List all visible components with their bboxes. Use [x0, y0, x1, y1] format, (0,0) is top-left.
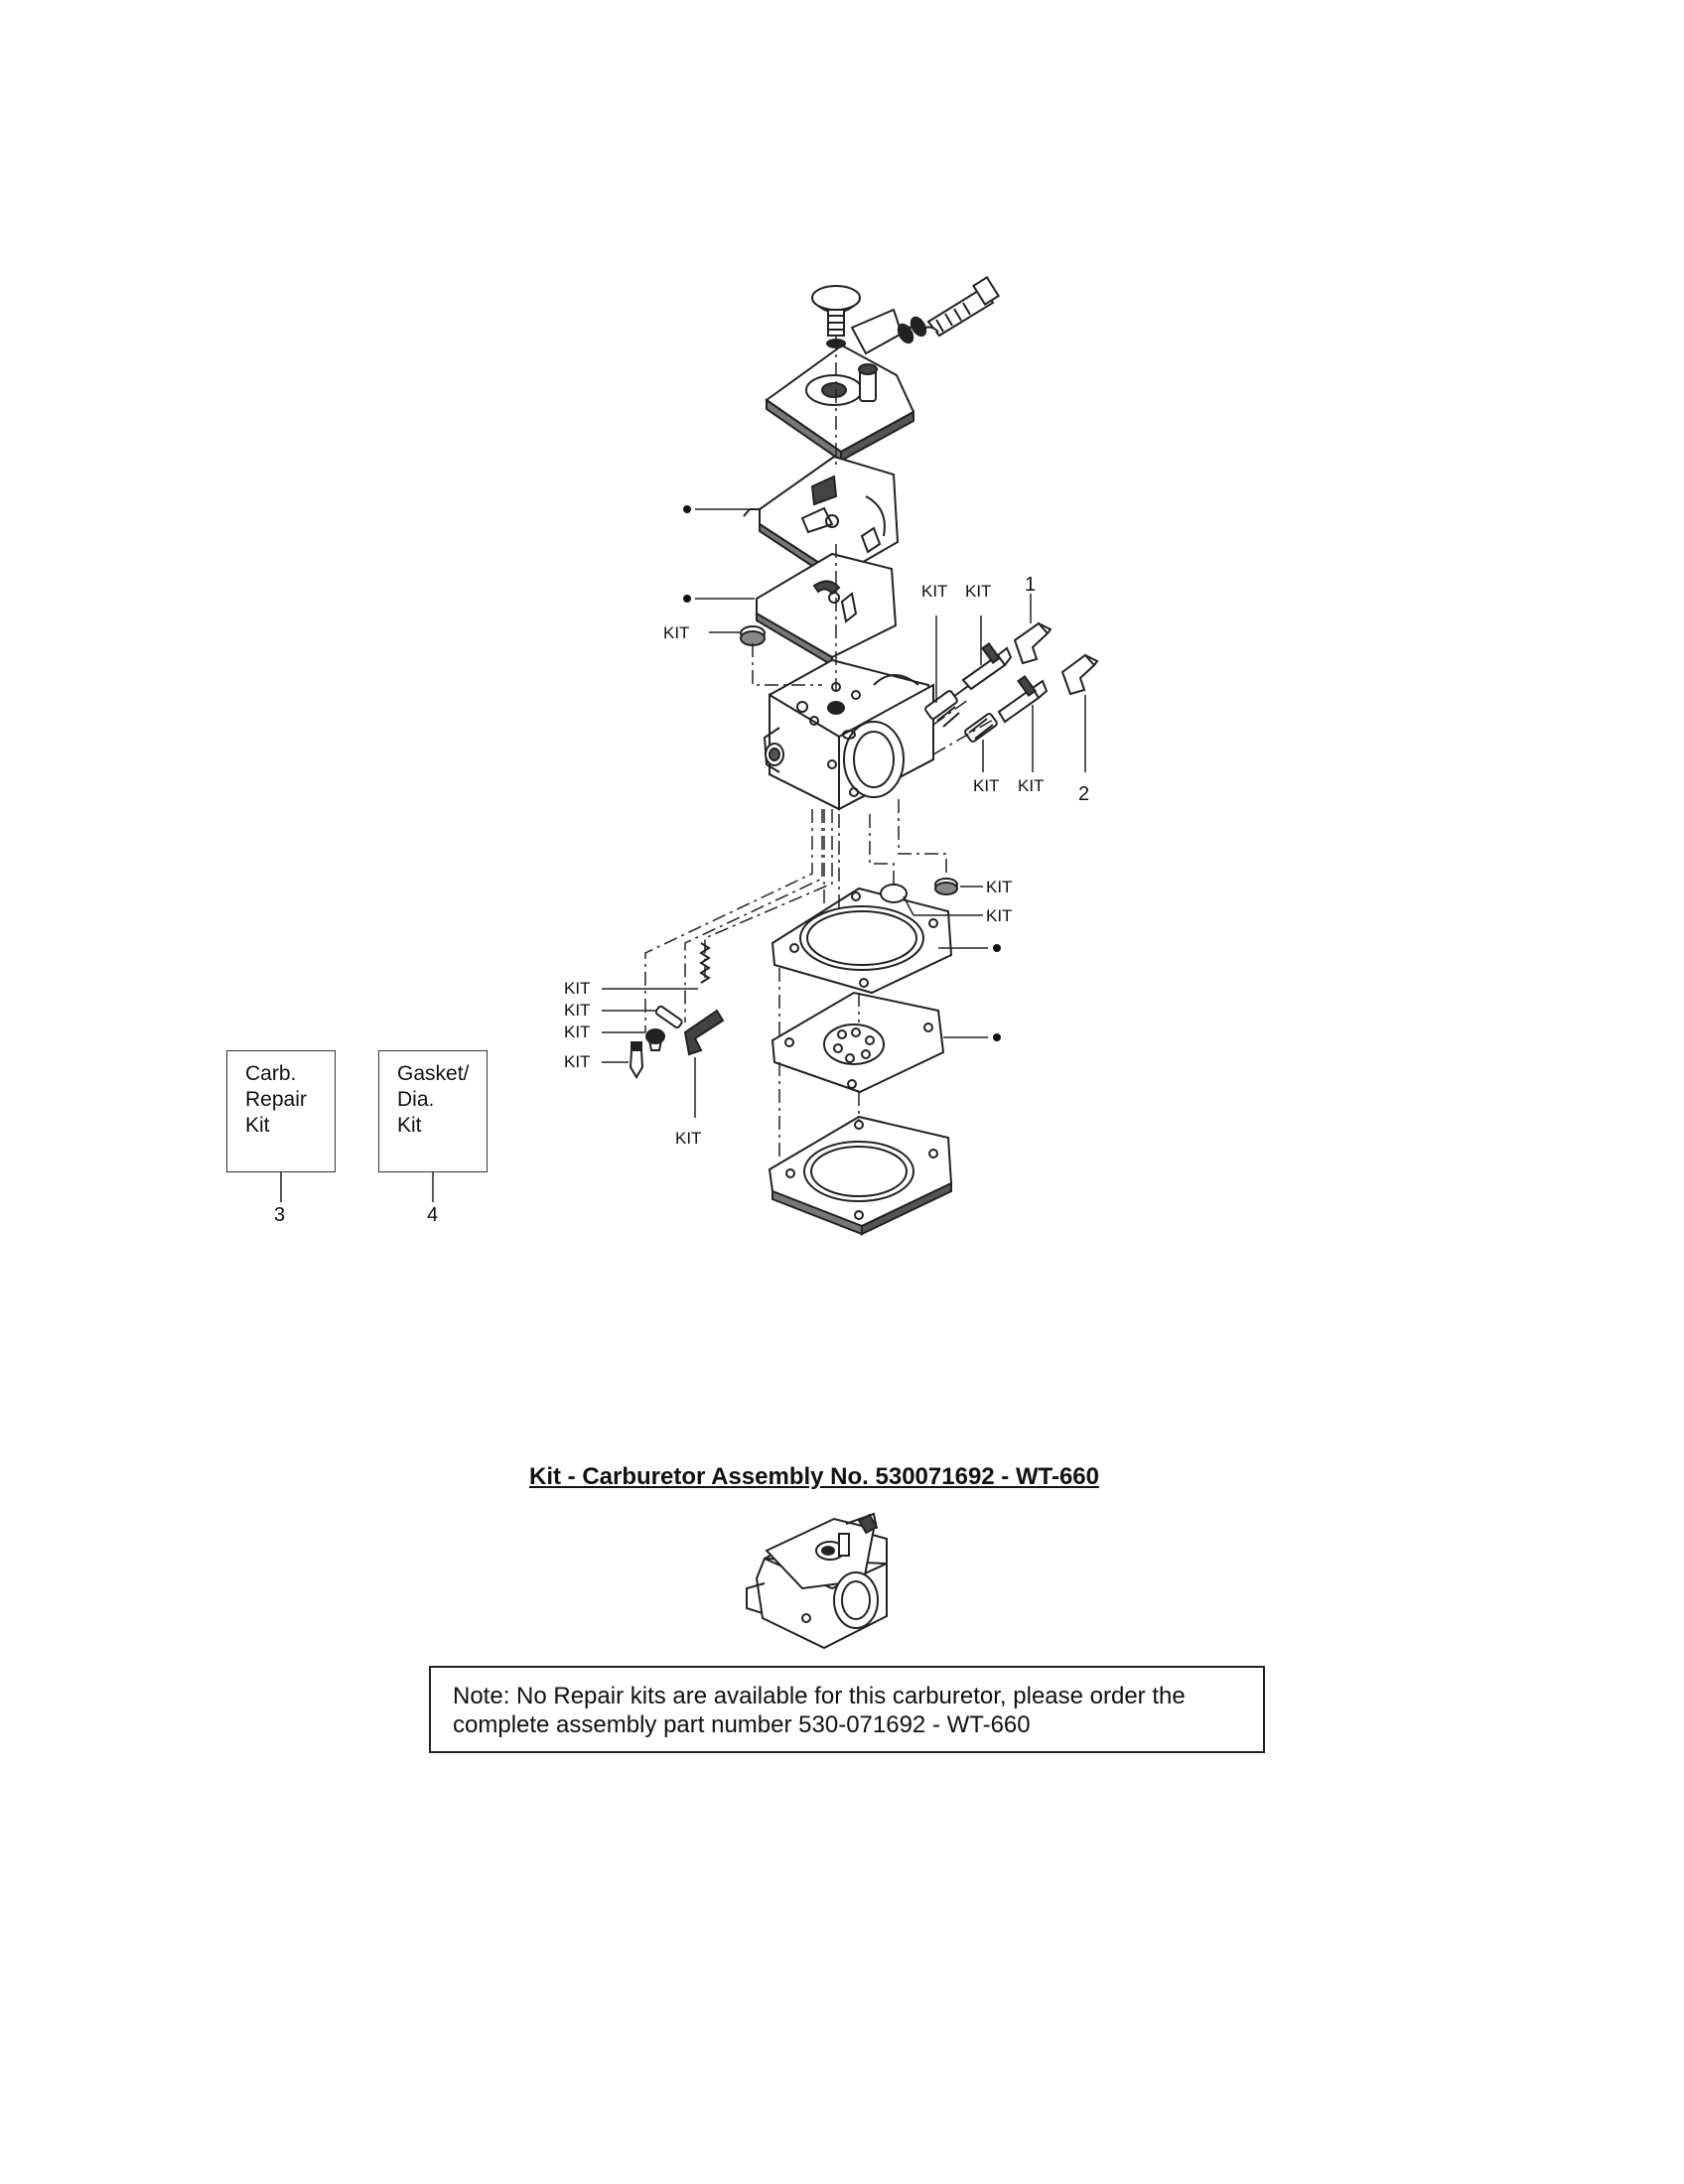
gasket-dia-kit-box: Gasket/ Dia. Kit: [378, 1050, 488, 1172]
box-text-line: Gasket/: [397, 1062, 470, 1085]
kit-label: KIT: [921, 582, 947, 601]
pump-cover-part: [768, 1115, 953, 1236]
high-speed-needle-part: [924, 641, 1013, 728]
box-text-line: Kit: [245, 1114, 270, 1137]
top-cover-part: [765, 308, 915, 463]
kit-label: KIT: [986, 878, 1012, 896]
kit-label: KIT: [986, 906, 1012, 925]
kit-assembly-title: Kit - Carburetor Assembly No. 530071692 …: [529, 1463, 1099, 1490]
lever-screw-part: [645, 1028, 665, 1051]
kit-label: KIT: [564, 1052, 590, 1071]
note-line: complete assembly part number 530-071692…: [453, 1711, 1031, 1738]
carb-repair-kit-box: Carb. Repair Kit: [226, 1050, 336, 1172]
kit-label: KIT: [965, 582, 991, 601]
kit-label: KIT: [564, 979, 590, 998]
kit-label: KIT: [564, 1001, 590, 1020]
limiter-cap-2-part: [1060, 653, 1099, 696]
ref-number-2: 2: [1078, 783, 1089, 805]
kit-label: KIT: [1018, 776, 1044, 795]
box-text-line: Dia.: [397, 1088, 435, 1111]
carburetor-assembly-illustration: [746, 1512, 888, 1650]
welch-plug-part: [880, 884, 908, 903]
kit-label: KIT: [663, 623, 689, 642]
bullet-dot: [683, 595, 691, 603]
gasket-part: [771, 887, 953, 995]
inlet-lever-part: [683, 1009, 725, 1056]
box-text-line: Carb.: [245, 1062, 297, 1085]
ref-number-1: 1: [1025, 574, 1036, 596]
check-valve-part: [934, 878, 958, 895]
inlet-needle-part: [629, 1041, 644, 1079]
kit-label: KIT: [564, 1023, 590, 1041]
box-text-line: Kit: [397, 1114, 422, 1137]
pump-diaphragm-part: [771, 991, 945, 1094]
pump-gasket-part: [756, 552, 898, 667]
ref-number-3: 3: [274, 1204, 285, 1226]
carburetor-body-part: [763, 658, 935, 811]
adjusting-screw-part: [897, 276, 1000, 344]
ref-number-4: 4: [427, 1204, 438, 1226]
bullet-dot: [993, 1033, 1001, 1041]
limiter-cap-1-part: [1013, 621, 1052, 665]
inlet-screen-part: [740, 625, 766, 646]
box-text-line: Repair: [245, 1088, 307, 1111]
low-speed-needle-part: [964, 674, 1049, 743]
kit-label: KIT: [973, 776, 999, 795]
note-box: Note: No Repair kits are available for t…: [429, 1666, 1265, 1753]
note-line: Note: No Repair kits are available for t…: [453, 1683, 1186, 1709]
bullet-dot: [683, 505, 691, 513]
bullet-dot: [993, 944, 1001, 952]
lever-pin-part: [654, 1005, 683, 1028]
kit-label: KIT: [675, 1129, 701, 1148]
inlet-spring-part: [699, 942, 711, 984]
